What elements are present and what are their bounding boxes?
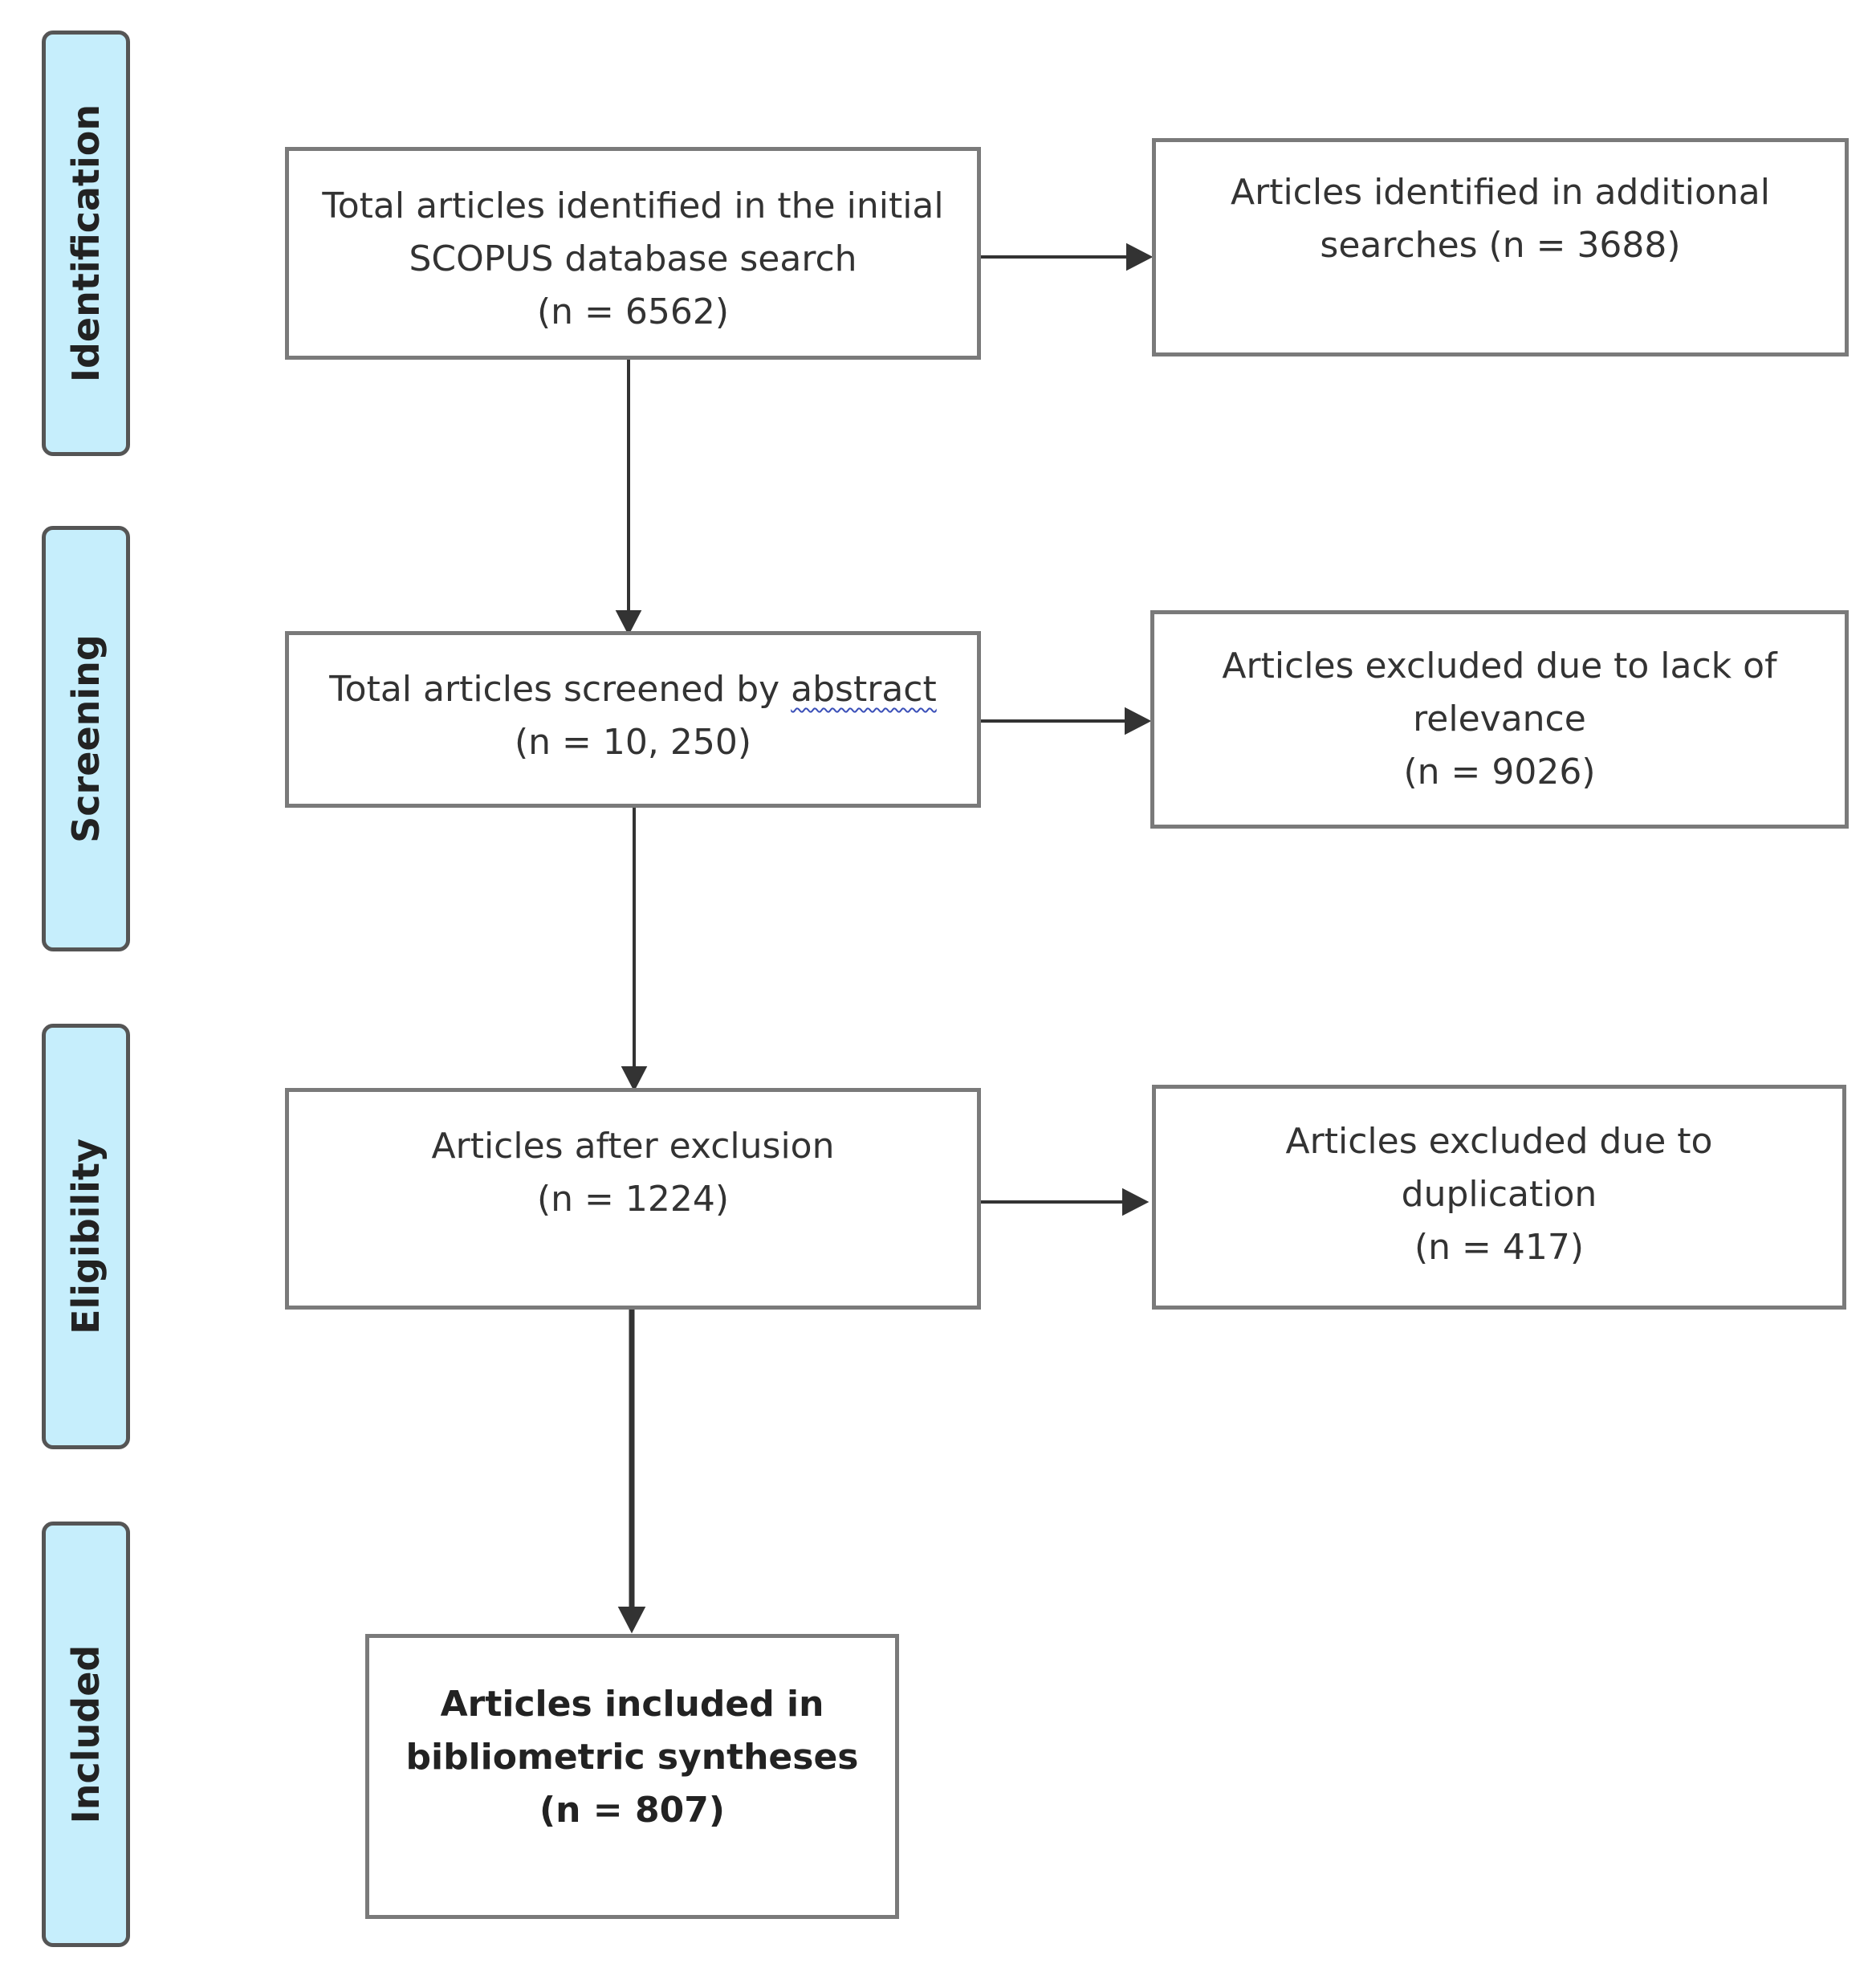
box-text-line: Articles included in [440,1684,824,1725]
arrowhead [1126,242,1154,271]
box-text-line: Total articles screened by abstract [289,663,977,716]
box-excluded-duplication: Articles excluded due to duplication (n … [1152,1085,1846,1310]
arrowhead [615,610,642,636]
box-text-line: bibliometric syntheses [405,1737,859,1778]
box-excluded-relevance: Articles excluded due to lack of relevan… [1150,610,1849,829]
stage-included: Included [42,1522,130,1947]
box-after-exclusion: Articles after exclusion (n = 1224) [285,1088,981,1310]
arrowhead [1125,707,1152,735]
box-count: (n = 6562) [536,291,730,332]
box-identified: Total articles identified in the initial… [285,147,981,360]
arrowhead [617,1607,646,1634]
box-text-line: Total articles identified in the initial [322,185,944,226]
box-text-plain: Total articles screened by [329,669,792,710]
box-count: (n = 807) [539,1790,725,1831]
box-text-line: relevance [1413,699,1586,739]
box-text-line: duplication [1401,1174,1597,1215]
box-screened: Total articles screened by abstract (n =… [285,631,981,808]
box-text-line: Articles identified in additional [1231,172,1770,213]
stage-identification: Identification [42,31,130,456]
box-text-line: searches (n = 3688) [1320,225,1681,266]
box-additional: Articles identified in additional search… [1152,138,1849,356]
box-text-line: Articles after exclusion [431,1126,835,1167]
spellcheck-underlined-word: abstract [791,669,937,710]
box-count: (n = 9026) [1403,752,1596,792]
box-count: (n = 417) [1414,1227,1585,1268]
stage-screening: Screening [42,526,130,951]
box-text-line: SCOPUS database search [409,238,857,279]
box-included: Articles included in bibliometric synthe… [365,1634,899,1919]
arrowhead [621,1066,648,1092]
box-count: (n = 1224) [536,1179,730,1220]
stage-eligibility: Eligibility [42,1024,130,1449]
box-text-line: Articles excluded due to lack of [1222,646,1777,686]
arrowhead [1122,1188,1150,1216]
box-count: (n = 10, 250) [514,722,751,763]
box-text-line: Articles excluded due to [1285,1121,1713,1162]
